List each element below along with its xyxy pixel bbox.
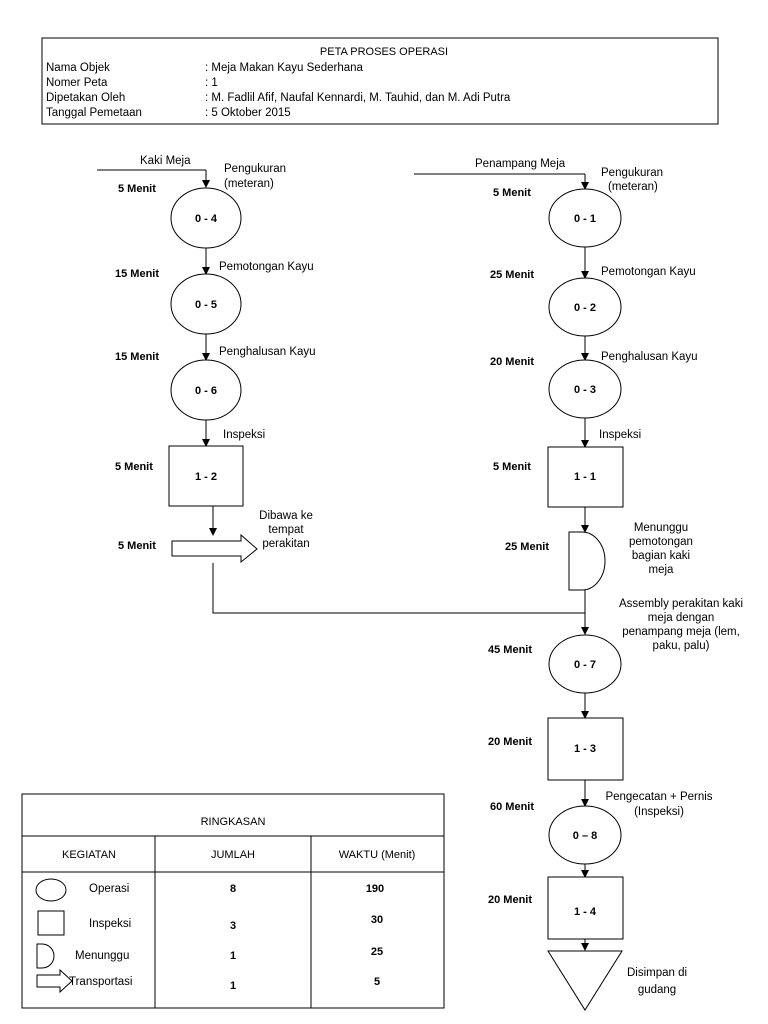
left-step-time-1: 5 Menit <box>118 183 156 195</box>
summary-title: RINGKASAN <box>201 816 266 828</box>
summary-header-count: JUMLAH <box>211 849 255 861</box>
right-step-desc-5b: pemotongan <box>629 536 693 548</box>
left-step-desc-2: Pemotongan Kayu <box>219 261 314 273</box>
left-inspection-square <box>168 445 244 507</box>
summary-time-3: 25 <box>371 946 383 958</box>
inspection-square-icon <box>37 910 65 936</box>
summary-activity-3: Menunggu <box>75 950 129 962</box>
summary-activity-4: Transportasi <box>69 976 133 988</box>
right-step-desc-5a: Menunggu <box>634 522 688 534</box>
left-step-desc-5c: perakitan <box>262 538 309 550</box>
right-step-time-9: 20 Menit <box>488 894 532 906</box>
summary-activity-2: Inspeksi <box>89 918 131 930</box>
right-step-desc-6d: paku, palu) <box>653 640 710 652</box>
summary-time-2: 30 <box>371 914 383 926</box>
delay-d-icon <box>36 943 55 969</box>
right-step-desc-10b: gudang <box>638 984 676 996</box>
left-input-label: Kaki Meja <box>140 155 191 167</box>
summary-count-1: 8 <box>230 883 236 895</box>
header-label-1: Nomer Peta <box>46 77 108 89</box>
right-step-desc-8b: (Inspeksi) <box>634 806 684 818</box>
header-title: PETA PROSES OPERASI <box>320 46 448 58</box>
right-step-time-7: 20 Menit <box>488 736 532 748</box>
right-step-time-8: 60 Menit <box>490 801 534 813</box>
transport-arrow-icon <box>36 968 73 994</box>
summary-header-activity: KEGIATAN <box>62 849 116 861</box>
header-value-1: : 1 <box>205 77 218 89</box>
left-step-desc-5b: tempat <box>268 524 304 536</box>
right-step-desc-5c: bagian kaki <box>632 550 690 562</box>
right-step-desc-5d: meja <box>649 564 675 576</box>
right-input-label: Penampang Meja <box>475 158 566 170</box>
summary-count-2: 3 <box>230 920 236 932</box>
right-step-time-2: 25 Menit <box>490 269 534 281</box>
summary-table: RINGKASAN KEGIATAN JUMLAH WAKTU (Menit) … <box>21 793 445 1009</box>
right-step-code-7: 1 - 3 <box>574 743 596 755</box>
right-step-code-9: 1 - 4 <box>574 906 597 918</box>
right-step-code-8: 0 – 8 <box>573 830 597 842</box>
right-step-code-1: 0 - 1 <box>574 213 596 225</box>
left-step-time-2: 15 Menit <box>115 268 159 280</box>
left-step-desc-1a: Pengukuran <box>224 163 286 175</box>
right-step-code-2: 0 - 2 <box>574 302 596 314</box>
right-step-code-6: 0 - 7 <box>574 659 596 671</box>
right-step-desc-1b: (meteran) <box>608 181 658 193</box>
right-step-desc-8a: Pengecatan + Pernis <box>605 791 712 803</box>
left-step-code-4: 1 - 2 <box>195 471 217 483</box>
left-step-time-4: 5 Menit <box>115 461 153 473</box>
left-step-code-3: 0 - 6 <box>195 385 217 397</box>
summary-count-4: 1 <box>230 980 236 992</box>
left-flow: Kaki Meja 0 - 4 5 Menit Pengukuran (mete… <box>97 155 585 614</box>
right-step-code-3: 0 - 3 <box>574 384 596 396</box>
right-delay-d-symbol <box>568 531 606 591</box>
operation-circle-icon <box>35 878 67 902</box>
right-step-time-1: 5 Menit <box>493 187 531 199</box>
right-step-time-4: 5 Menit <box>493 461 531 473</box>
right-inspection-square-2 <box>547 717 624 781</box>
header-panel: PETA PROSES OPERASI Nama Objek : Meja Ma… <box>41 37 719 125</box>
left-step-code-2: 0 - 5 <box>195 299 217 311</box>
left-step-desc-5a: Dibawa ke <box>259 510 313 522</box>
right-step-desc-3: Penghalusan Kayu <box>601 351 698 363</box>
right-step-time-5: 25 Menit <box>505 541 549 553</box>
left-step-desc-1b: (meteran) <box>224 178 274 190</box>
right-step-desc-10a: Disimpan di <box>627 967 687 979</box>
left-step-time-3: 15 Menit <box>115 351 159 363</box>
right-storage-triangle <box>547 950 623 1011</box>
right-flow: Penampang Meja 0 - 1 5 Menit Pengukuran … <box>414 158 743 1011</box>
right-step-code-4: 1 - 1 <box>574 471 596 483</box>
summary-header-time: WAKTU (Menit) <box>339 849 416 861</box>
header-value-2: : M. Fadlil Afif, Naufal Kennardi, M. Ta… <box>205 92 511 104</box>
summary-count-3: 1 <box>230 950 236 962</box>
right-step-desc-2: Pemotongan Kayu <box>601 266 696 278</box>
right-step-desc-6c: penampang meja (lem, <box>622 626 740 638</box>
right-inspection-square-3 <box>547 876 624 940</box>
left-step-time-5: 5 Menit <box>118 540 156 552</box>
left-join-line <box>212 563 585 614</box>
header-value-3: : 5 Oktober 2015 <box>205 107 291 119</box>
right-step-desc-6b: meja dengan <box>648 612 715 624</box>
right-step-desc-1a: Pengukuran <box>601 167 663 179</box>
left-transport-arrow <box>171 533 258 564</box>
left-step-code-1: 0 - 4 <box>195 213 218 225</box>
right-step-time-3: 20 Menit <box>490 356 534 368</box>
right-step-desc-4: Inspeksi <box>599 429 641 441</box>
header-label-3: Tanggal Pemetaan <box>46 107 142 119</box>
left-step-desc-4: Inspeksi <box>223 429 265 441</box>
left-step-desc-3: Penghalusan Kayu <box>219 346 316 358</box>
summary-time-1: 190 <box>366 883 384 895</box>
summary-time-4: 5 <box>374 976 380 988</box>
header-label-0: Nama Objek <box>46 62 110 74</box>
right-step-desc-6a: Assembly perakitan kaki <box>619 598 743 610</box>
right-step-time-6: 45 Menit <box>488 644 532 656</box>
header-value-0: : Meja Makan Kayu Sederhana <box>205 62 364 74</box>
header-label-2: Dipetakan Oleh <box>46 92 125 104</box>
summary-activity-1: Operasi <box>89 883 129 895</box>
